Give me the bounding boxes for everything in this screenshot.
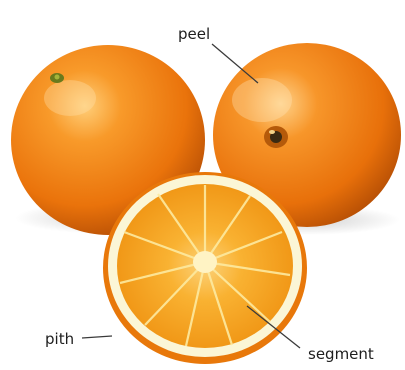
segment-label: segment	[308, 345, 374, 363]
peel-label: peel	[178, 25, 210, 43]
pith-leader-line	[82, 336, 112, 338]
halved-orange	[103, 172, 307, 364]
right-orange-navel	[264, 126, 288, 148]
left-orange-stem	[50, 73, 64, 83]
orange-core	[193, 251, 217, 273]
pith-label: pith	[45, 330, 74, 348]
